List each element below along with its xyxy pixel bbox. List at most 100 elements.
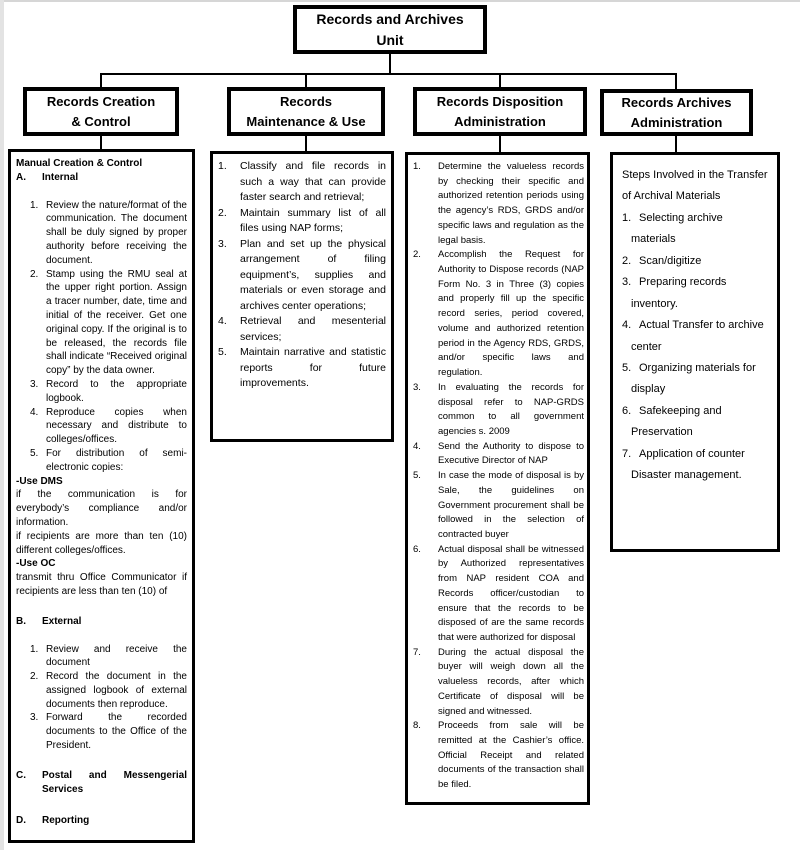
list-item: 2. Record the document in the assigned lo… xyxy=(16,670,187,711)
item-marker: 2. xyxy=(30,671,39,683)
item-marker: 4. xyxy=(622,319,632,332)
list-item: 2. Accomplish the Request for Authority t… xyxy=(411,248,584,380)
list-item: 4.Send the Authority to dispose to Execu… xyxy=(411,440,584,469)
item-text: Record the document in the assigned logb… xyxy=(46,671,187,710)
item-text: For distribution of semi-electronic copi… xyxy=(46,447,187,473)
item-text: Postal and Messengerial Services xyxy=(42,769,187,795)
header-records-creation-control: Records Creation & Control xyxy=(23,87,179,136)
text-line: -Use OC xyxy=(16,558,56,570)
item-text: In case the mode of disposal is by Sale,… xyxy=(438,470,584,540)
list-item: 1. Review the nature/format of the commun… xyxy=(16,199,187,268)
item-marker: A. xyxy=(16,171,26,183)
item-text: Reporting xyxy=(42,815,90,827)
list-item: 5.Organizing materials for display xyxy=(622,358,768,401)
item-marker: 5. xyxy=(413,470,421,482)
item-marker: 4. xyxy=(218,315,227,328)
item-text: Accomplish the Request for Authority to … xyxy=(438,249,584,379)
page-edge-artifact-left xyxy=(0,0,4,850)
item-text: Internal xyxy=(42,171,79,183)
item-text: Maintain narrative and statistic reports… xyxy=(240,346,386,390)
list-item: 5. In case the mode of disposal is by Sal… xyxy=(411,469,584,543)
item-marker: B. xyxy=(16,615,26,627)
list-item: 1. Determine the valueless records by che… xyxy=(411,160,584,248)
text-line: if recipients are more than ten (10) dif… xyxy=(16,530,187,556)
item-marker: 3. xyxy=(622,276,632,289)
item-text: Reproduce copies when necessary and dist… xyxy=(46,406,187,446)
item-text: Actual Transfer to archive center xyxy=(631,319,764,353)
list-item: 1.Review and receive the document xyxy=(16,643,187,671)
item-marker: 6. xyxy=(413,543,421,555)
list-item: 5. Maintain narrative and statistic repor… xyxy=(218,345,386,392)
list-item: 4.Actual Transfer to archive center xyxy=(622,315,768,358)
text-line: Manual Creation & Control xyxy=(16,158,143,169)
list-item: 4. Reproduce copies when necessary and di… xyxy=(16,406,187,447)
item-text: Determine the valueless records by check… xyxy=(438,161,584,246)
list-item: 2. Scan/digitize xyxy=(622,251,768,272)
item-text: Plan and set up the physical arrangement… xyxy=(240,237,386,312)
item-marker: 5. xyxy=(622,361,632,374)
item-marker: 3. xyxy=(30,712,39,724)
root-unit-title: Records and Archives Unit xyxy=(316,10,464,48)
text-line: Steps Involved in the Transfer of Archiv… xyxy=(622,169,768,203)
item-marker: 5. xyxy=(218,346,227,359)
branch-title: Records Maintenance & Use xyxy=(246,94,366,129)
item-marker: 3. xyxy=(413,381,421,393)
branch-title: Records Archives Administration xyxy=(621,95,732,130)
list-item: 6.Safekeeping and Preservation xyxy=(622,401,768,444)
text-line: -Use DMS xyxy=(16,475,63,487)
item-text: Review the nature/format of the communic… xyxy=(46,199,187,266)
item-text: In evaluating the records for disposal r… xyxy=(438,381,584,437)
item-marker: 2. xyxy=(622,254,632,267)
header-records-archives-administration: Records Archives Administration xyxy=(600,89,753,136)
item-text: Proceeds from sale will be remitted at t… xyxy=(438,720,584,791)
text-line: if the communication is for everybody’s … xyxy=(16,489,187,528)
list-item: 3.Preparing records inventory. xyxy=(622,272,768,315)
item-marker: 4. xyxy=(30,406,39,418)
item-marker: 1. xyxy=(413,161,421,172)
list-item: 1.Selecting archive materials xyxy=(622,208,768,251)
item-marker: 1. xyxy=(622,211,632,224)
header-records-maintenance-use: Records Maintenance & Use xyxy=(227,87,385,136)
item-text: Forward the recorded documents to the Of… xyxy=(46,712,187,752)
list-item: 3. Plan and set up the physical arrangeme… xyxy=(218,237,386,315)
item-marker: 2. xyxy=(218,206,227,219)
list-item: 3. Forward the recorded documents to the … xyxy=(16,711,187,752)
item-text: Organizing materials for display xyxy=(631,361,756,396)
item-text: Preparing records inventory. xyxy=(631,276,727,310)
panel-records-disposition-administration: 1. Determine the valueless records by che… xyxy=(405,152,590,805)
list-item: 8. Proceeds from sale will be remitted at… xyxy=(411,719,584,793)
item-text: Safekeeping and Preservation xyxy=(631,404,722,439)
item-marker: 3. xyxy=(30,378,39,390)
item-marker: 2. xyxy=(30,268,39,280)
item-text: Send the Authority to dispose to Executi… xyxy=(438,440,584,467)
item-text: External xyxy=(42,615,82,627)
list-item: 4.Retrieval and mesenterial services; xyxy=(218,314,386,345)
page-edge-artifact-top xyxy=(0,0,800,2)
list-item: 1.Classify and file records in such a wa… xyxy=(218,159,386,206)
text-line: transmit thru Office Communicator if rec… xyxy=(16,572,187,597)
item-marker: 1. xyxy=(30,199,39,211)
item-marker: 7. xyxy=(413,646,421,658)
header-records-disposition-administration: Records Disposition Administration xyxy=(413,87,587,136)
item-text: Selecting archive materials xyxy=(631,211,723,246)
panel-records-archives-administration: Steps Involved in the Transfer of Archiv… xyxy=(610,152,780,552)
branch-title: Records Disposition Administration xyxy=(436,94,564,129)
branch-title: Records Creation & Control xyxy=(46,94,156,129)
list-item: A. Internal xyxy=(16,171,187,185)
item-text: Application of counter Disaster manageme… xyxy=(631,447,745,482)
item-text: Stamp using the RMU seal at the upper ri… xyxy=(46,268,187,377)
item-marker: 3. xyxy=(218,237,227,250)
item-marker: 8. xyxy=(413,720,421,732)
list-item: C. Postal and Messengerial Services xyxy=(16,769,187,797)
item-marker: 7. xyxy=(622,447,632,460)
item-text: Scan/digitize xyxy=(639,254,702,267)
item-marker: 1. xyxy=(30,643,39,655)
list-item: D.Reporting xyxy=(16,814,187,828)
list-item: 3.Record to the appropriate logbook. xyxy=(16,378,187,406)
item-text: Maintain summary list of all files using… xyxy=(240,206,386,235)
item-marker: 2. xyxy=(413,249,421,261)
item-marker: 1. xyxy=(218,160,227,172)
item-marker: C. xyxy=(16,769,26,781)
